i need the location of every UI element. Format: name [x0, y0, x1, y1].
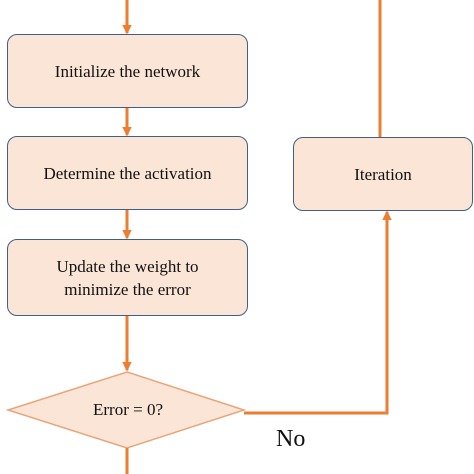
node-determine-activation: Determine the activation: [7, 136, 248, 210]
edge-label-no: No: [276, 426, 306, 452]
node-update-weight: Update the weight to minimize the error: [7, 239, 248, 316]
node-iteration: Iteration: [293, 137, 473, 211]
arrow-no-to-iteration: [244, 210, 392, 415]
node-initialize-network: Initialize the network: [7, 34, 248, 108]
decision-label: Error = 0?: [92, 400, 163, 419]
